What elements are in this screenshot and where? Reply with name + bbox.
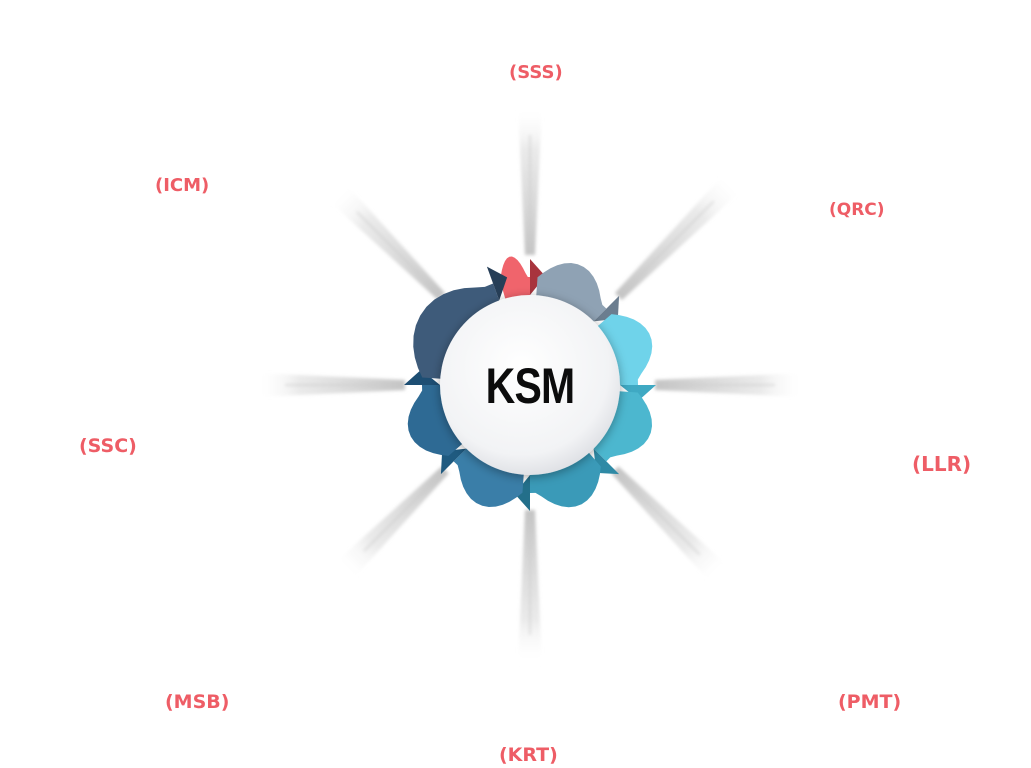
spoke-qrc-core [617,200,715,298]
spoke-msb-core [363,469,446,552]
petal-sss-fold [530,259,546,295]
petal-llr-fold [620,385,656,401]
petal-krt-fold [514,475,530,511]
node-label-icm: (ICM) [155,175,210,196]
node-label-pmt: (PMT) [838,691,902,713]
spoke-pmt-core [614,469,701,556]
petal-ssc-fold [404,369,440,385]
petal-krt [530,445,601,508]
node-label-msb: (MSB) [165,691,230,713]
node-label-llr: (LLR) [912,452,972,476]
petal-sss [500,256,530,309]
node-label-sss: (SSS) [509,62,563,83]
petal-icm-fold [486,266,508,301]
petal-icm [413,283,501,380]
hub-circle [440,295,620,475]
node-label-krt: (KRT) [499,744,558,766]
node-label-qrc: (QRC) [829,200,885,220]
petal-ssc [407,385,470,456]
petal-llr [590,314,653,385]
spoke-icm-core [356,211,443,298]
petal-ring [404,256,656,511]
spokes [255,105,805,665]
center-label: KSM [485,358,575,414]
node-label-ssc: (SSC) [79,435,137,457]
